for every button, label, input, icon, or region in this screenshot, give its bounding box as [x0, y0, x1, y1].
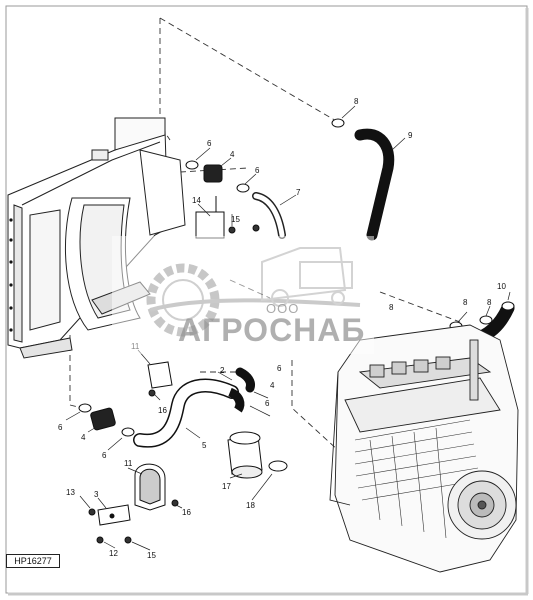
callout-4: 4	[81, 433, 86, 442]
callout-4: 4	[230, 150, 235, 159]
callout-2: 2	[220, 366, 225, 375]
callout-10: 10	[497, 282, 506, 291]
figure-id-label: HP16277	[6, 554, 60, 568]
callout-5: 5	[202, 441, 207, 450]
callout-16: 16	[158, 406, 167, 415]
callout-8: 8	[354, 97, 359, 106]
radiator-assembly	[7, 117, 186, 359]
watermark-graphic	[112, 236, 374, 354]
callout-18: 18	[246, 501, 255, 510]
callout-6: 6	[207, 139, 212, 148]
callout-12: 12	[109, 549, 118, 558]
callout-15: 15	[231, 215, 240, 224]
callout-15: 15	[147, 551, 156, 560]
callout-16: 16	[182, 508, 191, 517]
callout-8: 8	[487, 298, 492, 307]
callout-6: 6	[102, 451, 107, 460]
callout-8: 8	[389, 303, 394, 312]
callout-13: 13	[66, 488, 75, 497]
callout-6: 6	[255, 166, 260, 175]
brackets-bolts	[88, 224, 260, 544]
callout-7: 7	[296, 188, 301, 197]
callout-labels: 8 9 6 4 6 7 14 15 10 8 8 11 2 6 4 6 6 4 …	[58, 97, 506, 560]
callout-3: 3	[94, 490, 99, 499]
callout-6: 6	[277, 364, 282, 373]
callout-4: 4	[270, 381, 275, 390]
callout-17: 17	[222, 482, 231, 491]
callout-11: 11	[124, 459, 133, 468]
leader-lines	[65, 105, 511, 551]
callout-6: 6	[58, 423, 63, 432]
callout-8: 8	[463, 298, 468, 307]
watermark-brand-text: АГРОСНАБ	[178, 312, 366, 348]
watermark-small-text: ООО	[266, 301, 300, 316]
callout-14: 14	[192, 196, 201, 205]
engine-illustration	[329, 324, 519, 573]
callout-6: 6	[265, 399, 270, 408]
lower-hoses	[78, 361, 288, 479]
callout-11: 11	[131, 342, 140, 351]
callout-9: 9	[408, 131, 413, 140]
upper-parts	[185, 118, 395, 241]
